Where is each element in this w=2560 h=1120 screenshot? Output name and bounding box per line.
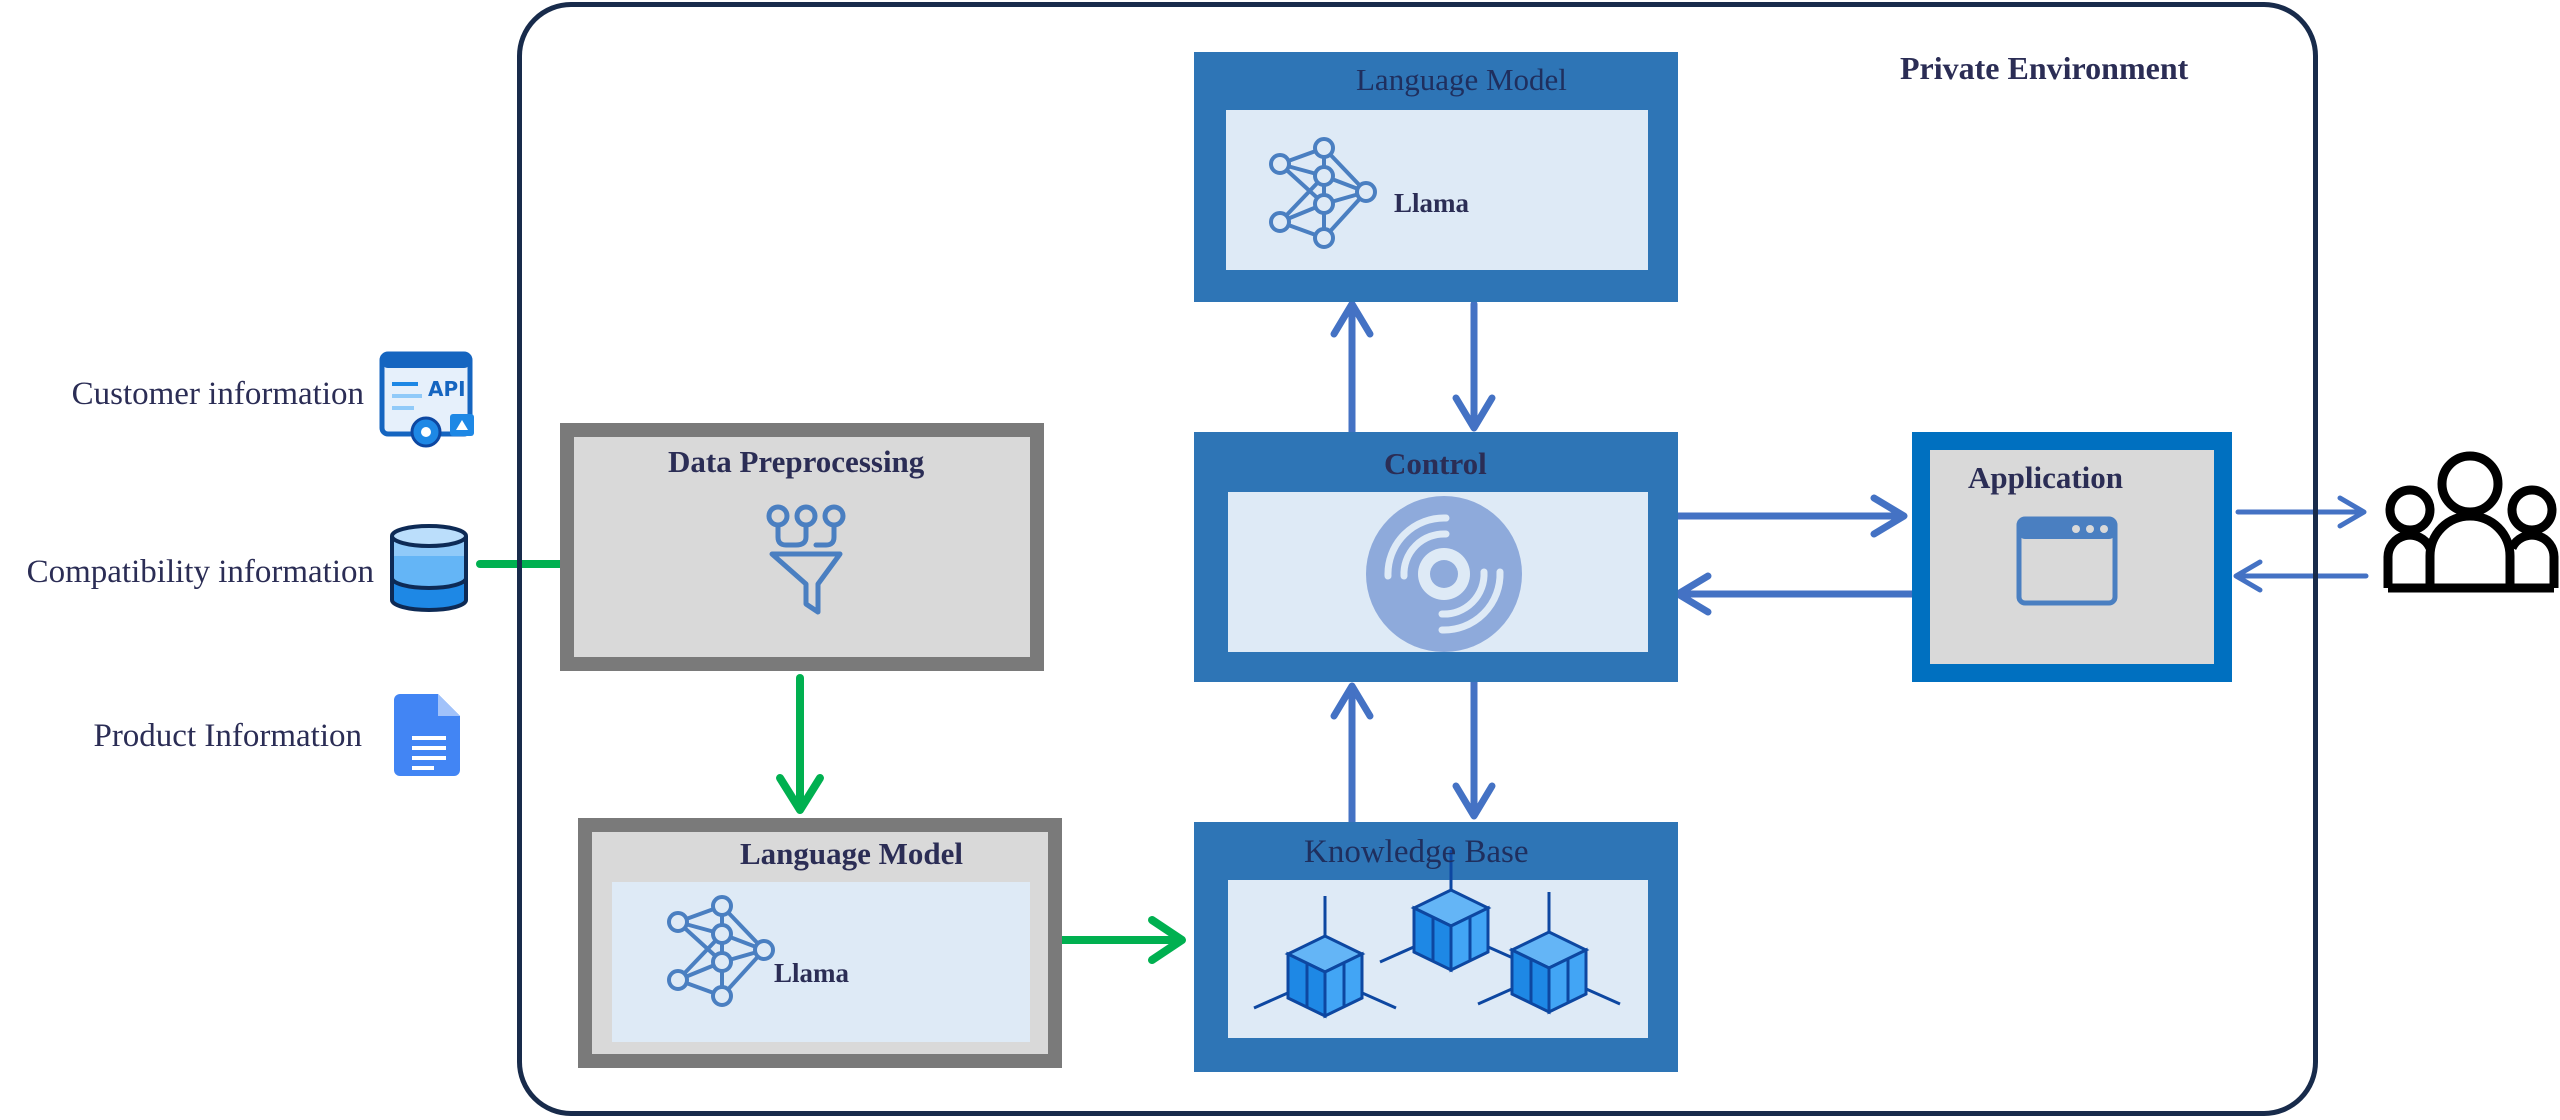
compatibility-information-label: Compatibility information: [26, 554, 374, 590]
knowledge-base-title: Knowledge Base: [1304, 834, 1529, 870]
api-doc-icon: API: [379, 351, 474, 448]
database-icon: [390, 524, 468, 612]
arrow-language-model-to-knowledge-base: [1058, 916, 1186, 964]
language-model-bottom-title: Language Model: [740, 836, 964, 871]
language-model-top-title: Language Model: [1356, 62, 1567, 97]
arrow-users-to-application: [2233, 559, 2369, 593]
arrow-control-to-language-model: [1330, 300, 1374, 436]
arrow-preprocessing-to-language-model: [776, 674, 824, 814]
arrow-application-to-control: [1674, 572, 1916, 616]
private-environment-title: Private Environment: [1900, 50, 2189, 86]
language-model-top-inner: [1226, 110, 1648, 270]
arrow-control-to-application: [1672, 494, 1908, 538]
customer-information-label: Customer information: [71, 376, 364, 412]
cube-icon: [1379, 850, 1523, 973]
arrow-application-to-users: [2235, 495, 2367, 529]
application-title: Application: [1968, 460, 2124, 495]
neural-network-icon: [1269, 137, 1377, 249]
arrow-knowledge-base-to-control: [1330, 682, 1374, 826]
arrow-control-to-knowledge-base: [1452, 678, 1496, 820]
cube-icon: [1477, 892, 1621, 1015]
svg-text:API: API: [428, 377, 466, 401]
neural-network-icon: [667, 895, 775, 1007]
data-preprocessing-box: [560, 423, 1044, 671]
browser-window-icon: [2016, 516, 2118, 606]
product-information-label: Product Information: [93, 718, 362, 754]
llama-bottom-label: Llama: [774, 958, 850, 988]
arrow-language-model-to-control: [1452, 300, 1496, 432]
cube-icon: [1253, 896, 1397, 1019]
private-environment-container: [517, 2, 2318, 1116]
disc-icon: [1366, 496, 1522, 652]
control-title: Control: [1384, 446, 1487, 481]
funnel-icon: [766, 504, 846, 615]
data-preprocessing-title: Data Preprocessing: [668, 444, 925, 479]
application-box: [1912, 432, 2232, 682]
llama-top-label: Llama: [1394, 188, 1470, 218]
users-group-icon: [2383, 451, 2559, 593]
language-model-bottom-inner: [612, 882, 1030, 1042]
document-icon: [394, 694, 460, 776]
